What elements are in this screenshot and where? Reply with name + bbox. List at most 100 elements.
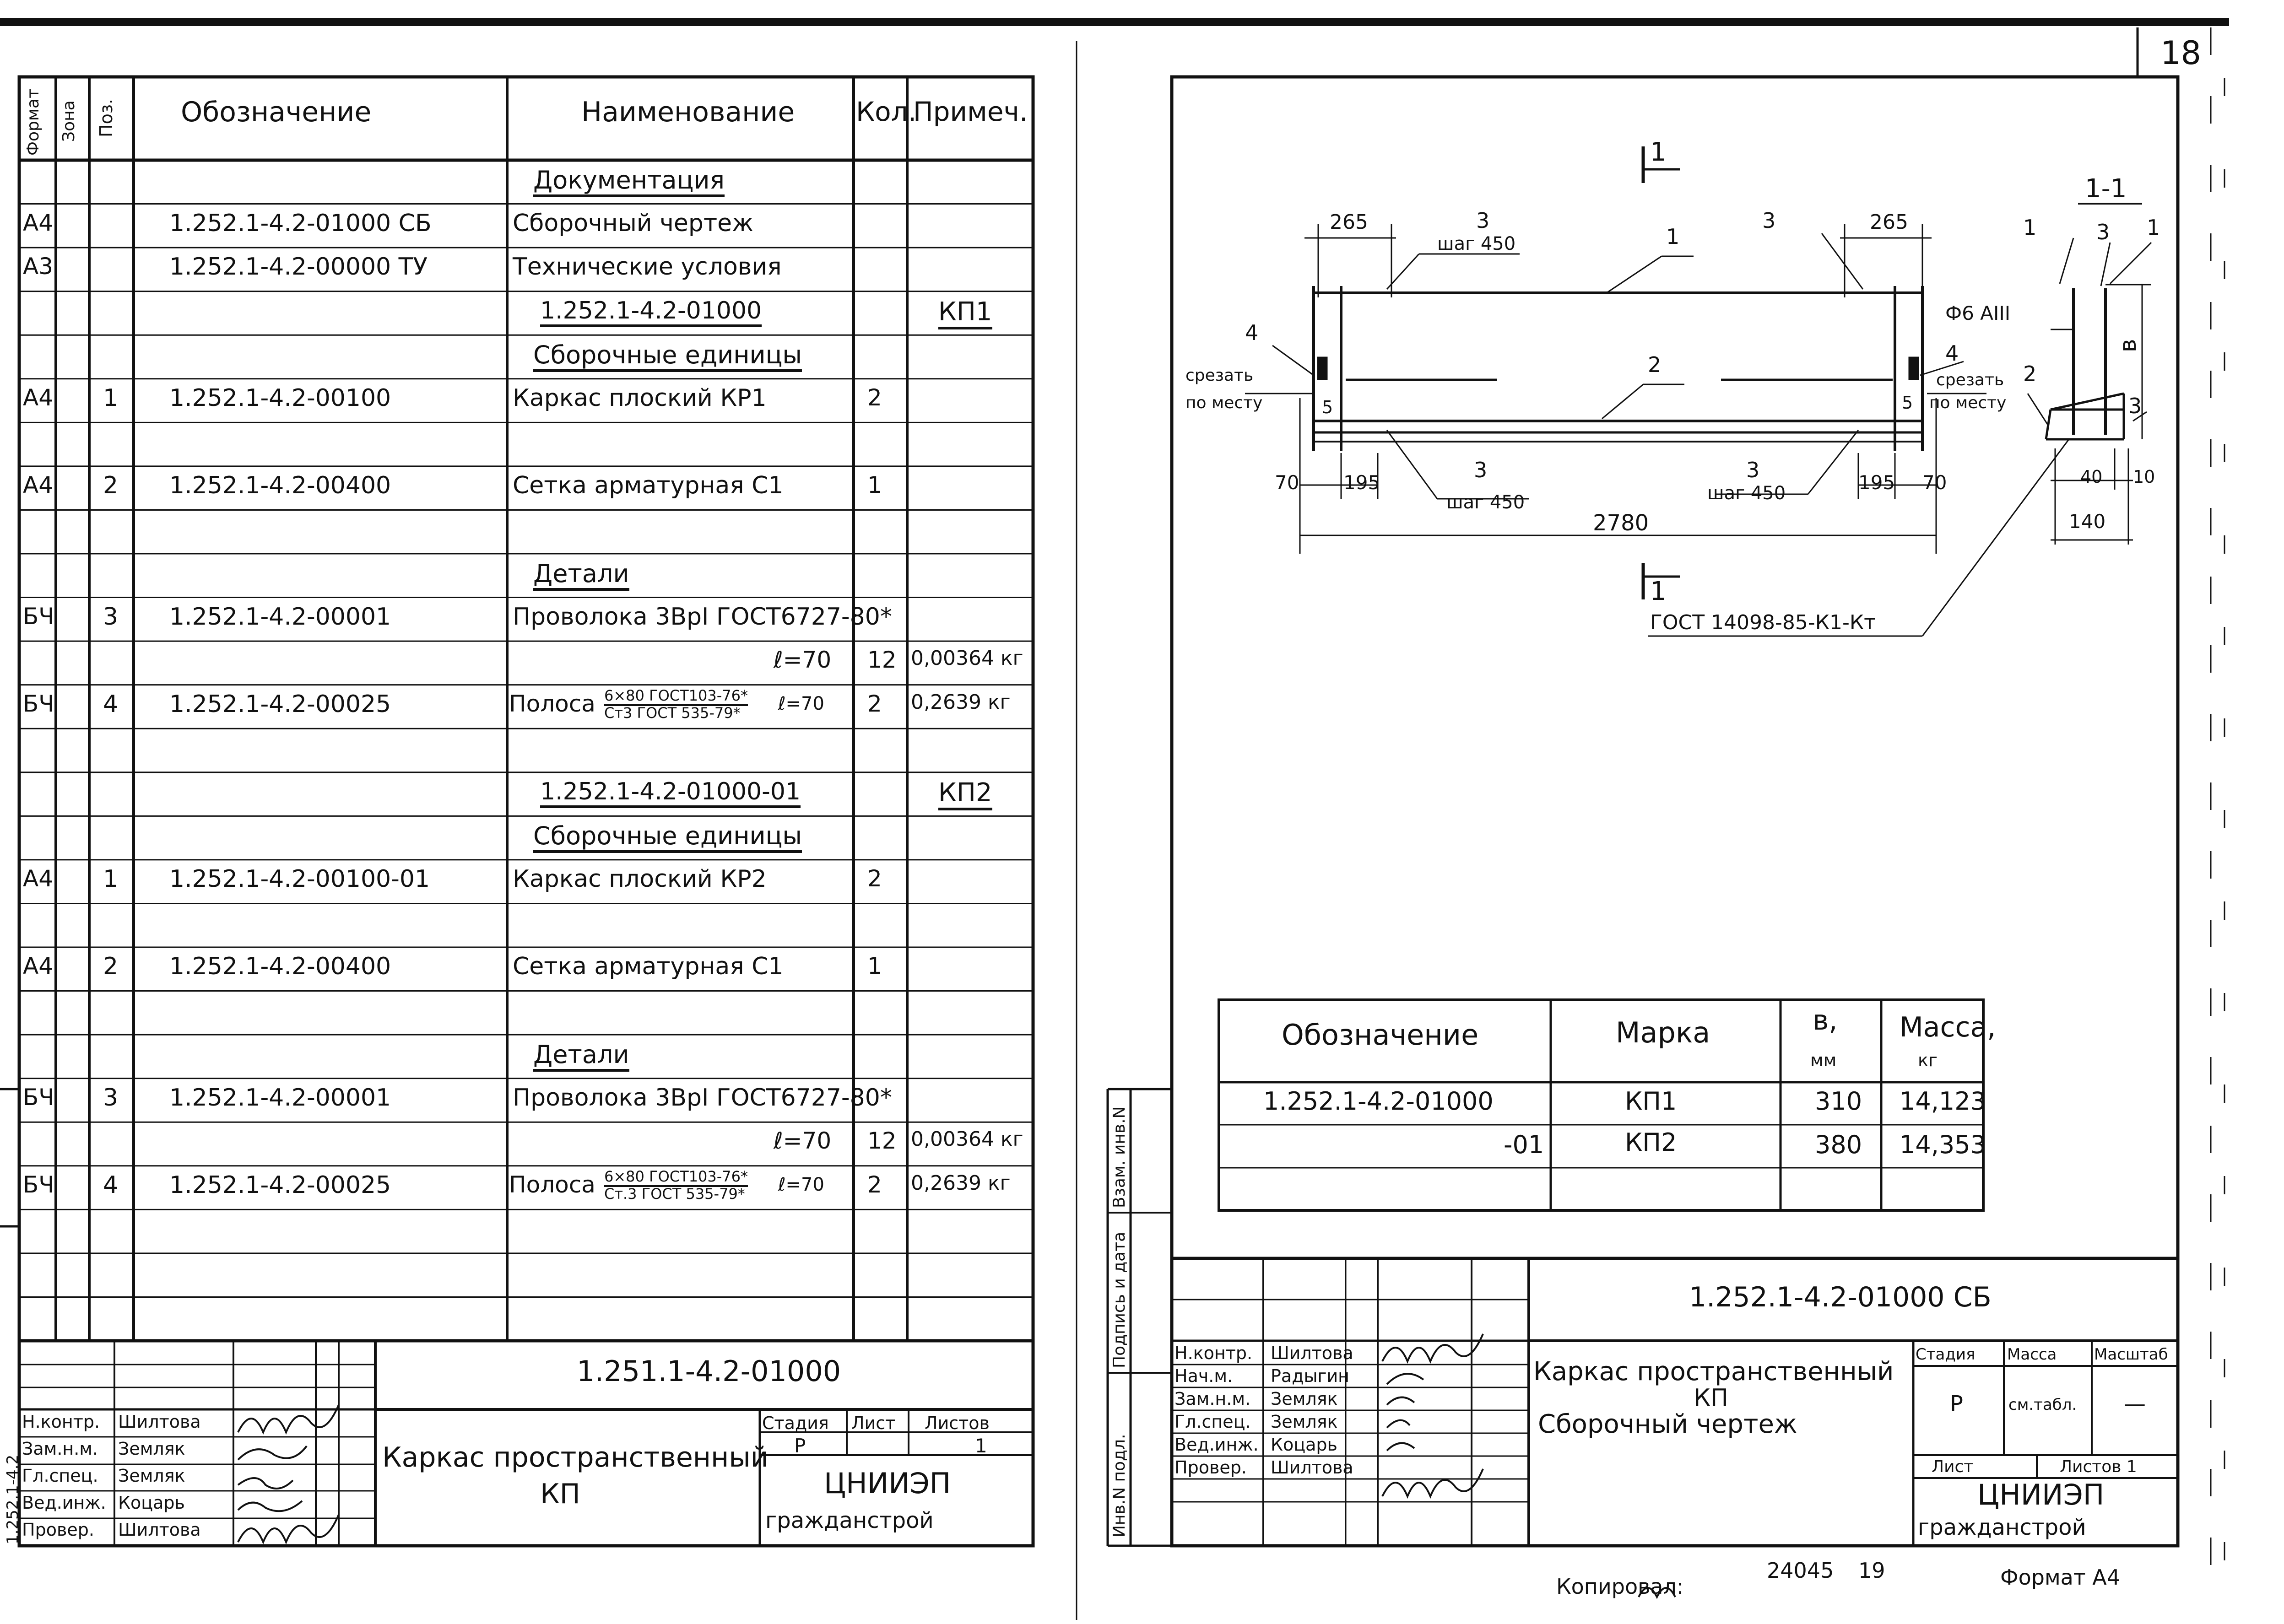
spec-designation: 1.252.1-4.2-00001 [169, 603, 391, 631]
spec-qty: 2 [867, 690, 882, 717]
signature-role: Вед.инж. [22, 1493, 106, 1513]
spec-format: А4 [23, 471, 54, 498]
section-view-label: 1-1 [2085, 174, 2127, 204]
signature-role: Вед.инж. [1174, 1435, 1259, 1455]
pitch-bottom-right: шаг 450 [1707, 483, 1786, 504]
table-r1-mark: КП1 [1625, 1087, 1677, 1116]
dim-195-left: 195 [1343, 471, 1380, 494]
cut-left-2: по месту [1185, 394, 1263, 412]
spec-section-title: Детали [533, 559, 629, 591]
table-r1-designation: 1.252.1-4.2-01000 [1263, 1087, 1494, 1116]
signature-name: Радыгин [1271, 1366, 1349, 1386]
spec-name: Технические условия [513, 253, 782, 281]
left-stage-label: Стадия [762, 1413, 829, 1433]
left-org2: гражданстрой [765, 1508, 934, 1533]
header-note: Примеч. [913, 96, 1028, 127]
label-3-top-left: 3 [1476, 208, 1490, 233]
spec-pos: 4 [103, 1171, 119, 1199]
label-1-top: 1 [1666, 224, 1680, 249]
gost-label: ГОСТ 14098-85-К1-Кт [1650, 611, 1876, 634]
label-2-mesh: 2 [1648, 352, 1662, 377]
signature-role: Н.контр. [1174, 1343, 1253, 1363]
table-unit-b: мм [1810, 1050, 1837, 1070]
signature-role: Гл.спец. [22, 1466, 98, 1486]
spec-format: БЧ [23, 690, 54, 717]
spec-frac-length: ℓ=70 [778, 1174, 824, 1195]
spec-frac-bottom: Ст.3 ГОСТ 535-79* [604, 1185, 745, 1203]
stamp-inv: Инв.N подл. [1110, 1434, 1129, 1538]
signature-name: Земляк [1271, 1389, 1338, 1409]
spec-format: А4 [23, 953, 54, 979]
signature-name: Земляк [118, 1466, 185, 1486]
signature-role: Провер. [1174, 1457, 1247, 1478]
spec-designation: 1.252.1-4.2-00000 ТУ [169, 253, 428, 281]
signature-name: Шилтова [1271, 1343, 1353, 1363]
spec-name: Полоса [509, 690, 595, 717]
spec-format: А4 [23, 865, 54, 892]
spec-pos: 3 [103, 1084, 119, 1111]
left-org: ЦНИИЭП [824, 1467, 951, 1500]
spec-note: 0,2639 кг [911, 690, 1011, 714]
left-side-code: 1.252.1-4.2 [4, 1454, 22, 1544]
dim-265-left: 265 [1330, 210, 1368, 234]
footer-num: 24045 [1767, 1558, 1834, 1583]
spec-format: А4 [23, 384, 54, 411]
signature-name: Земляк [1271, 1412, 1338, 1432]
spec-qty: 2 [867, 1171, 882, 1198]
label-3-sec-b: 3 [2128, 394, 2142, 418]
left-stage: Р [794, 1435, 806, 1457]
spec-qty: 12 [867, 647, 897, 674]
right-sheet-label: Лист [1932, 1457, 1974, 1476]
left-sheet-label: Лист [851, 1413, 896, 1433]
signature-role: Нач.м. [1174, 1366, 1233, 1386]
dim-265-right: 265 [1870, 210, 1908, 234]
spec-note: 0,00364 кг [911, 647, 1023, 670]
signature-role: Провер. [22, 1520, 94, 1540]
dim-b: в [2115, 339, 2141, 352]
dim-5-left: 5 [1322, 397, 1333, 417]
footer-copied: Копировал: [1556, 1574, 1684, 1599]
left-title: Каркас пространственный [382, 1441, 769, 1473]
right-org: ЦНИИЭП [1977, 1478, 2105, 1511]
signature-role: Зам.н.м. [1174, 1389, 1251, 1409]
signature-name: Земляк [118, 1439, 185, 1459]
sheet-number: 18 [2160, 34, 2202, 72]
right-org2: гражданстрой [1918, 1515, 2086, 1540]
pitch-bottom-left: шаг 450 [1446, 492, 1525, 513]
left-sheets: 1 [975, 1435, 987, 1457]
signature-name: Шилтова [118, 1412, 201, 1432]
spec-section-title: Детали [533, 1040, 629, 1072]
dim-140: 140 [2069, 510, 2106, 533]
spec-pos: 2 [103, 471, 119, 499]
spec-note: 0,00364 кг [911, 1128, 1023, 1151]
table-r1-mass: 14,123 [1900, 1087, 1986, 1116]
signature-name: Коцарь [1271, 1435, 1337, 1455]
spec-name: Проволока 3ВрI ГОСТ6727-80* [513, 603, 892, 631]
table-r2-mark: КП2 [1625, 1128, 1677, 1157]
signature-role: Н.контр. [22, 1412, 100, 1432]
label-3-top-right: 3 [1762, 208, 1776, 233]
stamp-sign: Подпись и дата [1110, 1231, 1129, 1368]
table-header-mark: Марка [1616, 1016, 1710, 1049]
footer-num2: 19 [1858, 1558, 1885, 1583]
right-stage-label: Стадия [1916, 1345, 1975, 1364]
right-sheets-label: Листов 1 [2060, 1457, 2137, 1476]
spec-pos: 1 [103, 865, 119, 893]
right-title: Каркас пространственный [1533, 1357, 1894, 1387]
label-1-sec-b: 1 [2147, 215, 2160, 240]
spec-length: ℓ=70 [774, 1128, 832, 1155]
label-3-bottom-right: 3 [1746, 458, 1760, 482]
spec-designation: 1.252.1-4.2-00100 [169, 384, 391, 412]
spec-format: БЧ [23, 1171, 54, 1198]
spec-qty: 12 [867, 1128, 897, 1155]
right-mass: см.табл. [2008, 1396, 2077, 1414]
footer-format: Формат А4 [2000, 1565, 2120, 1590]
label-3-bottom-left: 3 [1474, 458, 1488, 482]
spec-designation: 1.252.1-4.2-01000 СБ [169, 209, 432, 237]
spec-pos: 2 [103, 953, 119, 980]
header-qty: Кол. [856, 96, 917, 127]
spec-designation: 1.252.1-4.2-00025 [169, 1171, 391, 1199]
left-title2: КП [540, 1478, 580, 1510]
spec-note: 0,2639 кг [911, 1171, 1011, 1195]
